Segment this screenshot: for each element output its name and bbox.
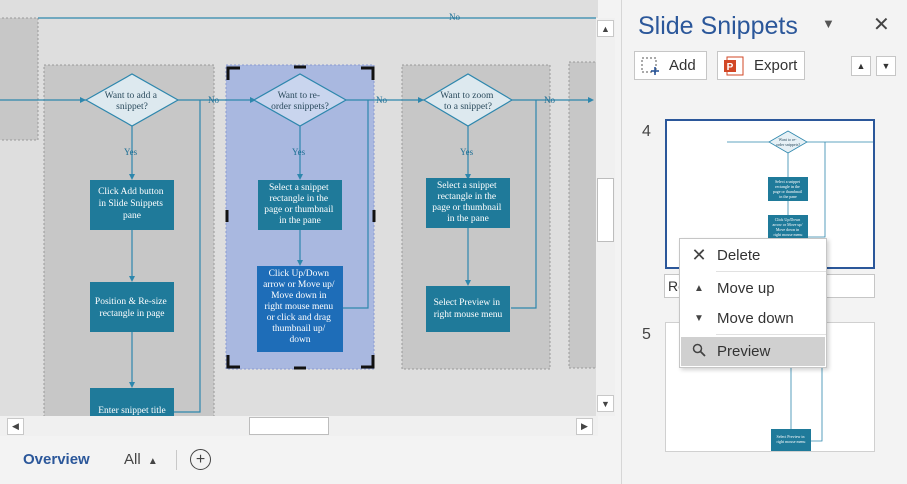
tab-overview[interactable]: Overview bbox=[23, 451, 90, 468]
move-down-button[interactable]: ▼ bbox=[876, 56, 896, 76]
process-select-preview-text: Select Preview in right mouse menu bbox=[434, 298, 503, 320]
horizontal-scroll-thumb[interactable] bbox=[249, 417, 329, 435]
menu-item-label: Move up bbox=[717, 280, 775, 297]
close-icon[interactable]: ✕ bbox=[873, 14, 890, 36]
menu-item-move-down[interactable]: ▼ Move down bbox=[681, 304, 825, 333]
process-select-snippet-3 bbox=[426, 178, 510, 228]
column-partial-right bbox=[568, 61, 598, 369]
process-click-add-text: Click Add button in Slide Snippets pane bbox=[98, 187, 166, 221]
menu-item-move-up[interactable]: ▲ Move up bbox=[681, 274, 825, 303]
decision-reorder bbox=[252, 73, 348, 127]
no-label-2: No bbox=[376, 95, 387, 105]
process-select-preview bbox=[426, 286, 510, 332]
export-button[interactable]: P Export bbox=[717, 51, 805, 80]
no-label-1: No bbox=[208, 95, 219, 105]
add-button[interactable]: Add bbox=[634, 51, 707, 80]
pane-menu-chevron-down-icon[interactable]: ▼ bbox=[822, 16, 835, 31]
caret-up-icon: ▲ bbox=[147, 456, 158, 467]
process-click-updown-text: Click Up/Down arrow or Move up/ Move dow… bbox=[263, 269, 337, 345]
no-label-3: No bbox=[544, 95, 555, 105]
process-enter-title-text: Enter snippet title bbox=[98, 406, 166, 416]
scroll-up-icon[interactable]: ▲ bbox=[597, 20, 614, 37]
pane-title: Slide Snippets bbox=[638, 12, 798, 40]
process-position-text: Position & Re-size rectangle in page bbox=[95, 297, 169, 319]
context-menu: ✕ Delete ▲ Move up ▼ Move down Preview bbox=[679, 238, 827, 368]
magnifier-icon bbox=[681, 343, 717, 360]
top-no-label: No bbox=[449, 12, 460, 22]
flowchart: No bbox=[0, 12, 598, 418]
menu-item-preview[interactable]: Preview bbox=[681, 337, 825, 366]
vertical-scrollbar[interactable]: ▲ ▼ bbox=[596, 18, 615, 416]
process-click-add bbox=[90, 180, 174, 230]
decision-zoom bbox=[422, 73, 514, 127]
svg-text:Select Preview in right: Select Preview in right mouse menu bbox=[777, 434, 806, 444]
process-enter-title bbox=[90, 388, 174, 418]
column-partial-left bbox=[0, 17, 39, 141]
process-select-snippet-2-text: Select a snippet rectangle in the page o… bbox=[264, 183, 336, 226]
scroll-right-icon[interactable]: ▶ bbox=[576, 418, 593, 435]
menu-divider bbox=[716, 271, 826, 272]
decision-add-snippet bbox=[84, 73, 180, 127]
svg-text:Click Up/Down arrow or M: Click Up/Down arrow or Move up/ Move dow… bbox=[772, 217, 803, 237]
export-button-label: Export bbox=[754, 57, 798, 74]
move-down-icon: ▼ bbox=[694, 313, 704, 324]
process-position-resize bbox=[90, 282, 174, 332]
drawing-canvas[interactable]: No bbox=[0, 0, 598, 418]
powerpoint-export-icon: P bbox=[724, 56, 744, 75]
yes-label-3: Yes bbox=[460, 147, 474, 157]
plus-circle-icon[interactable]: + bbox=[190, 449, 211, 470]
scroll-down-icon[interactable]: ▼ bbox=[597, 395, 614, 412]
menu-divider bbox=[716, 334, 826, 335]
move-up-icon: ▲ bbox=[694, 283, 704, 294]
delete-x-icon: ✕ bbox=[691, 245, 707, 265]
svg-text:Select a snippet rectang: Select a snippet rectangle in the page o… bbox=[773, 179, 803, 199]
move-up-button[interactable]: ▲ bbox=[851, 56, 871, 76]
menu-item-label: Move down bbox=[717, 310, 794, 327]
tab-all[interactable]: All ▲ bbox=[124, 451, 158, 468]
menu-item-label: Delete bbox=[717, 247, 761, 264]
menu-item-label: Preview bbox=[717, 343, 771, 360]
vertical-scroll-thumb[interactable] bbox=[597, 178, 614, 242]
tab-divider bbox=[176, 450, 177, 470]
yes-label-1: Yes bbox=[124, 147, 138, 157]
connectors bbox=[0, 99, 592, 413]
page-tab-bar: Overview All ▲ + bbox=[0, 436, 620, 484]
svg-text:Want to re- order snippe: Want to re- order snippets? bbox=[776, 137, 801, 147]
process-select-snippet-2 bbox=[258, 180, 342, 230]
horizontal-scrollbar[interactable]: ◀ ▶ bbox=[0, 416, 598, 436]
decision-add-text: Want to add a snippet? bbox=[105, 91, 160, 112]
menu-item-delete[interactable]: ✕ Delete bbox=[681, 241, 825, 270]
svg-text:P: P bbox=[727, 62, 734, 73]
snippet-number: 5 bbox=[642, 326, 651, 343]
process-click-updown bbox=[257, 266, 343, 352]
yes-label-2: Yes bbox=[292, 147, 306, 157]
process-select-snippet-3-text: Select a snippet rectangle in the page o… bbox=[432, 181, 504, 224]
scroll-left-icon[interactable]: ◀ bbox=[7, 418, 24, 435]
selection-handles[interactable] bbox=[225, 65, 376, 370]
decision-zoom-text: Want to zoom to a snippet? bbox=[440, 91, 495, 112]
add-snippet-icon bbox=[641, 57, 659, 75]
snippet-number: 4 bbox=[642, 123, 651, 140]
add-button-label: Add bbox=[669, 57, 696, 74]
tab-all-label: All bbox=[124, 451, 141, 468]
decision-reorder-text: Want to re- order snippets? bbox=[271, 91, 329, 112]
